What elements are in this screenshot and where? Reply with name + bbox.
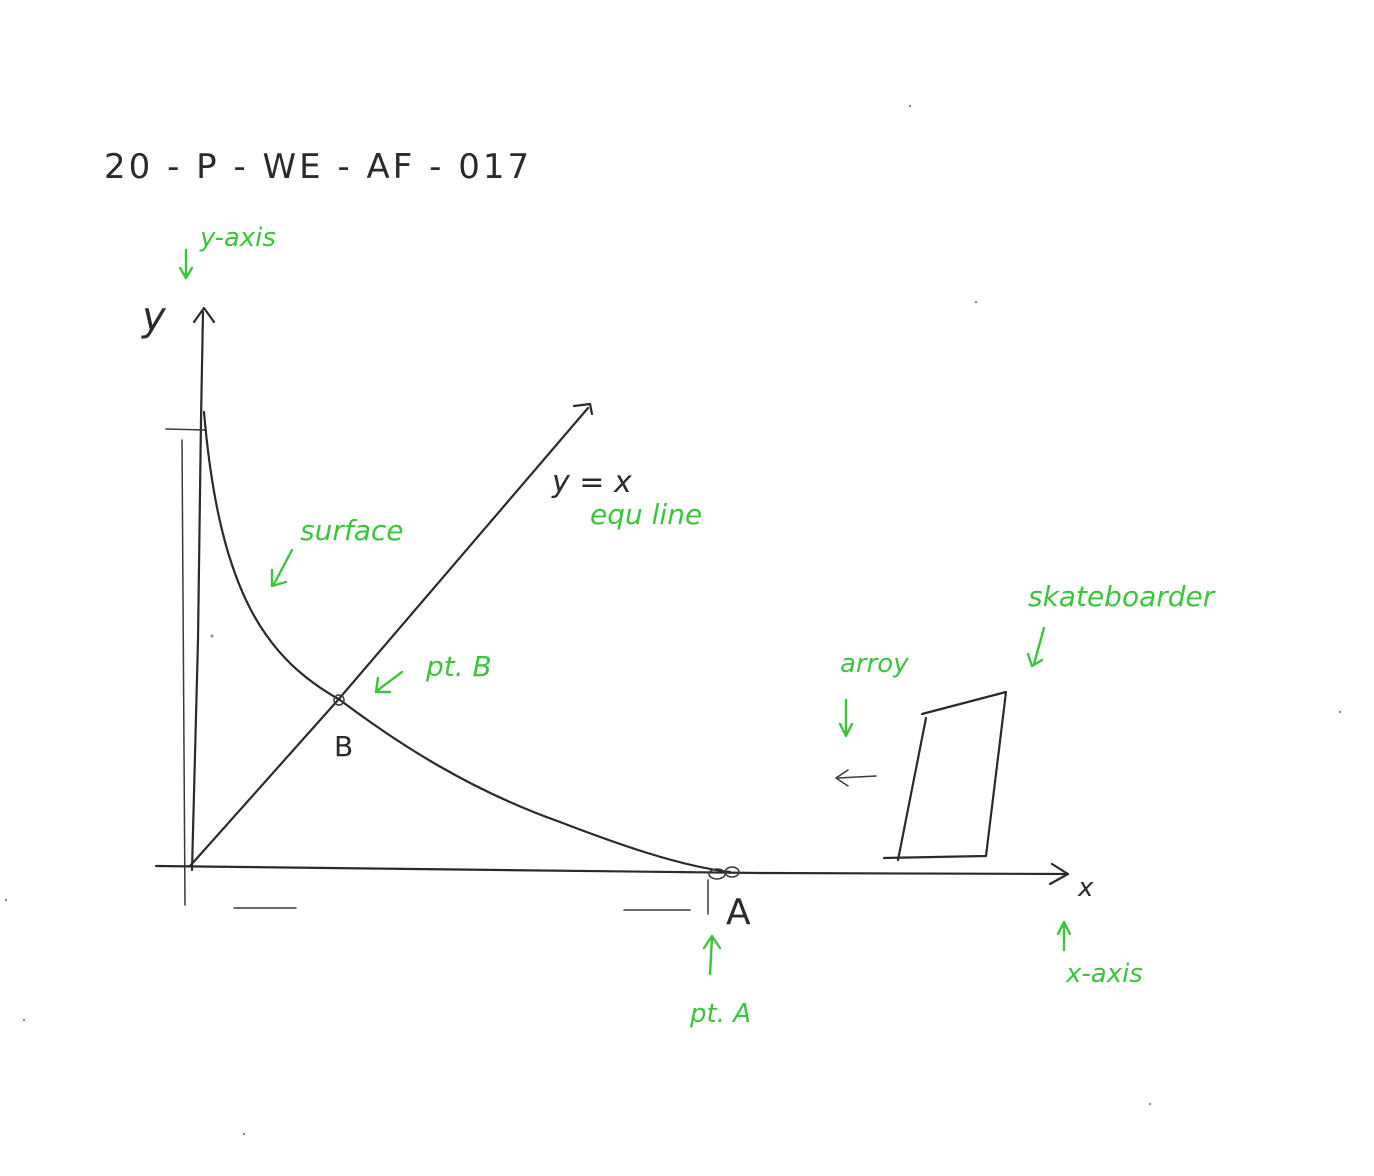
skateboarder-shape xyxy=(882,690,1008,862)
skateboarder-annotation: skateboarder xyxy=(1028,580,1216,613)
y-axis-annotation: y-axis xyxy=(199,223,276,253)
x-axis-annotation-arrow xyxy=(1056,920,1072,952)
point-b-symbol: B xyxy=(334,730,353,763)
y-axis-symbol: y xyxy=(141,294,167,340)
direction-arrow xyxy=(835,769,877,787)
equ-line-annotation: equ line xyxy=(590,498,702,531)
x-axis-symbol: x xyxy=(1077,873,1094,903)
paper-specks xyxy=(4,104,1342,1136)
arrow-annotation: arroy xyxy=(840,649,909,679)
x-axis-annotation: x-axis xyxy=(1065,959,1143,989)
arrow-annotation-arrow xyxy=(838,698,854,738)
skateboarder-annotation-arrow xyxy=(1026,626,1046,668)
y-axis-tick xyxy=(165,428,207,431)
x-axis xyxy=(154,862,1070,911)
surface-annotation: surface xyxy=(300,514,403,547)
point-b-marker xyxy=(333,694,345,706)
equilibrium-line xyxy=(188,402,594,868)
surface-curve xyxy=(202,410,732,874)
point-a-marker xyxy=(707,866,740,915)
y-axis-annotation-arrow xyxy=(178,248,194,280)
surface-annotation-arrow xyxy=(270,548,294,588)
pt-b-annotation: pt. B xyxy=(425,650,492,683)
pt-a-annotation-arrow xyxy=(702,934,722,976)
diagram-code: 20 - P - WE - AF - 017 xyxy=(104,147,532,187)
point-a-symbol: A xyxy=(726,892,751,933)
pt-a-annotation: pt. A xyxy=(689,999,751,1029)
y-axis xyxy=(181,306,216,906)
pt-b-annotation-arrow xyxy=(374,670,404,694)
line-equation: y = x xyxy=(551,465,632,500)
